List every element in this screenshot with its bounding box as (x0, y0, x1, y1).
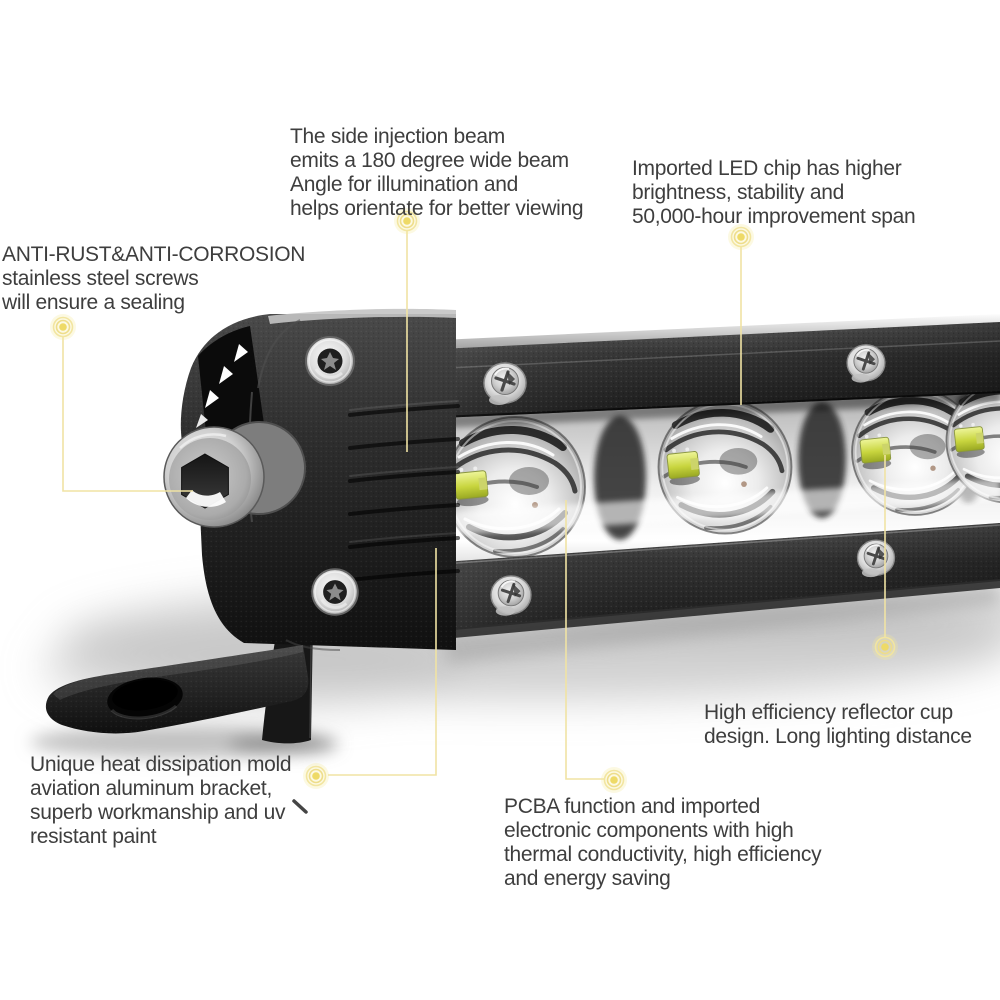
callout-text-line: stainless steel screws (2, 267, 199, 290)
callout-lines (62, 231, 886, 780)
callout-text-line: helps orientate for better viewing (290, 197, 584, 220)
callout-text-line: aviation aluminum bracket, (30, 777, 272, 800)
callout-text-line: Imported LED chip has higher (632, 157, 902, 180)
end-cap (163, 308, 460, 651)
led-reflector-cup-1 (445, 417, 585, 557)
callout-text-line: Angle for illumination and (290, 173, 519, 196)
cap-screw-top (304, 335, 356, 387)
callout-dot-reflector (871, 633, 899, 661)
callout-text-line: PCBA function and imported (504, 795, 761, 818)
callout-text-line: will ensure a sealing (2, 291, 185, 314)
callout-side-beam-text: The side injection beam emits a 180 degr… (290, 125, 584, 221)
callout-text-line: electronic components with high (504, 819, 794, 842)
callout-text-line: resistant paint (30, 825, 157, 848)
callout-line-anti-rust (62, 337, 193, 492)
callout-pcba-text: PCBA function and imported electronic co… (504, 795, 822, 891)
callout-line-bracket (328, 548, 437, 776)
mounting-foot (45, 645, 309, 734)
cap-screw-bottom (310, 567, 360, 617)
cooling-fins (196, 326, 264, 434)
callout-reflector-text: High efficiency reflector cup design. Lo… (704, 701, 972, 749)
callout-anti-rust-text: ANTI-RUST&ANTI-CORROSION stainless steel… (2, 243, 305, 315)
callout-text-line: superb workmanship and uv (30, 801, 286, 824)
callout-text-line: thermal conductivity, high efficiency (504, 843, 822, 866)
callout-text-line: 50,000-hour improvement span (632, 205, 916, 228)
bottom-frame (442, 523, 1000, 639)
top-frame (439, 314, 1000, 418)
mounting-hole (107, 677, 183, 720)
reflector-cups (445, 379, 1000, 557)
callout-dot-pcba (600, 766, 628, 794)
callout-line-pcba (565, 500, 604, 780)
callout-text-line: ANTI-RUST&ANTI-CORROSION (2, 243, 306, 266)
hex-socket-bolt (163, 421, 306, 528)
callout-text-line: and energy saving (504, 867, 671, 890)
callout-dot-anti-rust (49, 313, 77, 341)
stray-mark (292, 799, 308, 814)
callout-dot-bracket (302, 762, 330, 790)
led-trough (445, 379, 1000, 568)
callout-bracket-text: Unique heat dissipation mold aviation al… (30, 753, 292, 849)
light-bar (439, 314, 1000, 639)
callout-text-line: brightness, stability and (632, 181, 844, 204)
callout-led-chip-text: Imported LED chip has higher brightness,… (632, 157, 916, 229)
callout-text-line: The side injection beam (290, 125, 505, 148)
callout-text-line: emits a 180 degree wide beam (290, 149, 569, 172)
heatsink-ridges (348, 400, 460, 582)
callout-text-line: Unique heat dissipation mold (30, 753, 292, 776)
callout-text-line: High efficiency reflector cup (704, 701, 953, 724)
callout-text-line: design. Long lighting distance (704, 725, 972, 748)
